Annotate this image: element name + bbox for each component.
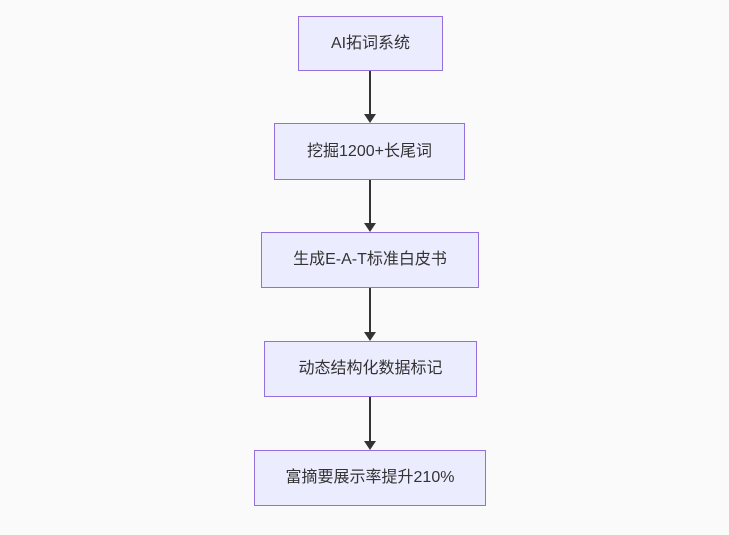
flow-edge-4 [364, 397, 376, 450]
flow-edge-2 [364, 180, 376, 232]
edge-line [369, 288, 371, 334]
flow-node-longtail-mining: 挖掘1200+长尾词 [274, 123, 465, 180]
arrowhead-down-icon [364, 223, 376, 232]
flow-edge-1 [364, 71, 376, 123]
flow-edge-3 [364, 288, 376, 341]
arrowhead-down-icon [364, 441, 376, 450]
flow-node-eat-whitepaper: 生成E-A-T标准白皮书 [261, 232, 479, 288]
edge-line [369, 71, 371, 116]
arrowhead-down-icon [364, 114, 376, 123]
flow-node-label: 富摘要展示率提升210% [285, 469, 455, 487]
flow-node-ai-keyword-system: AI拓词系统 [298, 16, 443, 71]
edge-line [369, 397, 371, 443]
flow-node-rich-snippet-result: 富摘要展示率提升210% [254, 450, 486, 506]
flow-node-label: 挖掘1200+长尾词 [307, 142, 432, 160]
flow-node-label: 动态结构化数据标记 [298, 360, 443, 378]
arrowhead-down-icon [364, 332, 376, 341]
edge-line [369, 180, 371, 225]
flow-node-structured-data-markup: 动态结构化数据标记 [264, 341, 477, 397]
flow-node-label: 生成E-A-T标准白皮书 [293, 251, 447, 269]
flow-node-label: AI拓词系统 [330, 34, 411, 52]
